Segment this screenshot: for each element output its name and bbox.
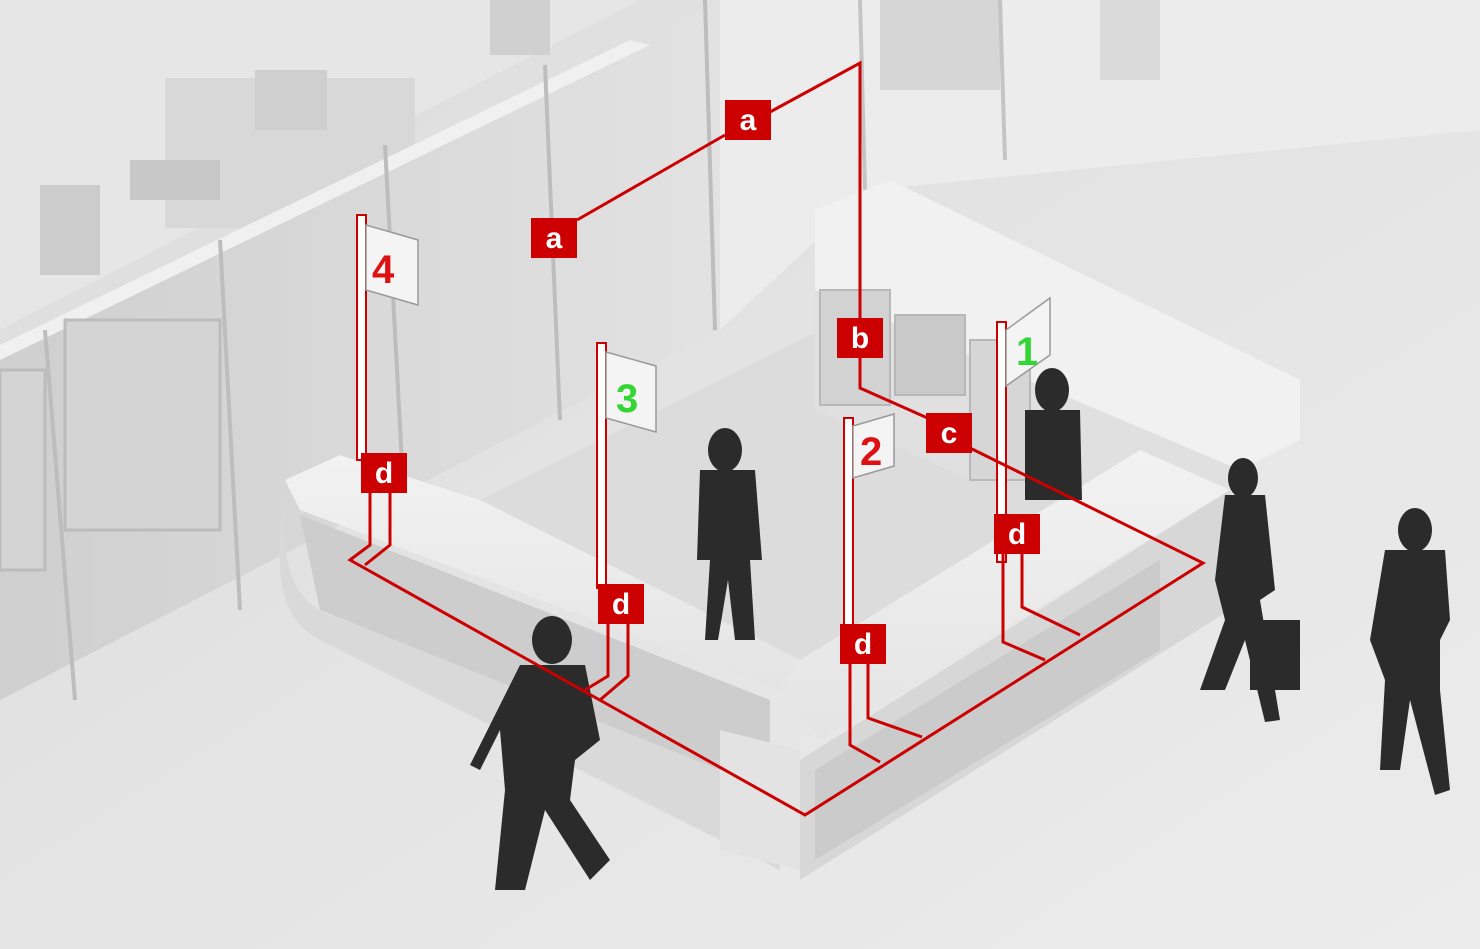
label-d-pole-2-text: d (854, 628, 872, 661)
label-a-upper: a (725, 100, 771, 140)
label-a-lower: a (531, 218, 577, 258)
label-d-pole-3: d (598, 584, 644, 624)
sign-number-3: 3 (616, 377, 638, 421)
label-b-text: b (851, 322, 869, 355)
label-d-pole-4-text: d (375, 457, 393, 490)
label-d-pole-2: d (840, 624, 886, 664)
label-d-pole-3-text: d (612, 588, 630, 621)
label-a-upper-text: a (740, 104, 757, 137)
label-d-pole-1: d (994, 514, 1040, 554)
sign-number-2: 2 (860, 430, 882, 474)
label-d-pole-4: d (361, 453, 407, 493)
label-b: b (837, 318, 883, 358)
label-c: c (926, 413, 972, 453)
label-c-text: c (941, 417, 958, 450)
label-a-lower-text: a (546, 222, 563, 255)
sign-number-4: 4 (372, 248, 395, 292)
label-d-pole-1-text: d (1008, 518, 1026, 551)
sign-number-1: 1 (1016, 330, 1038, 374)
